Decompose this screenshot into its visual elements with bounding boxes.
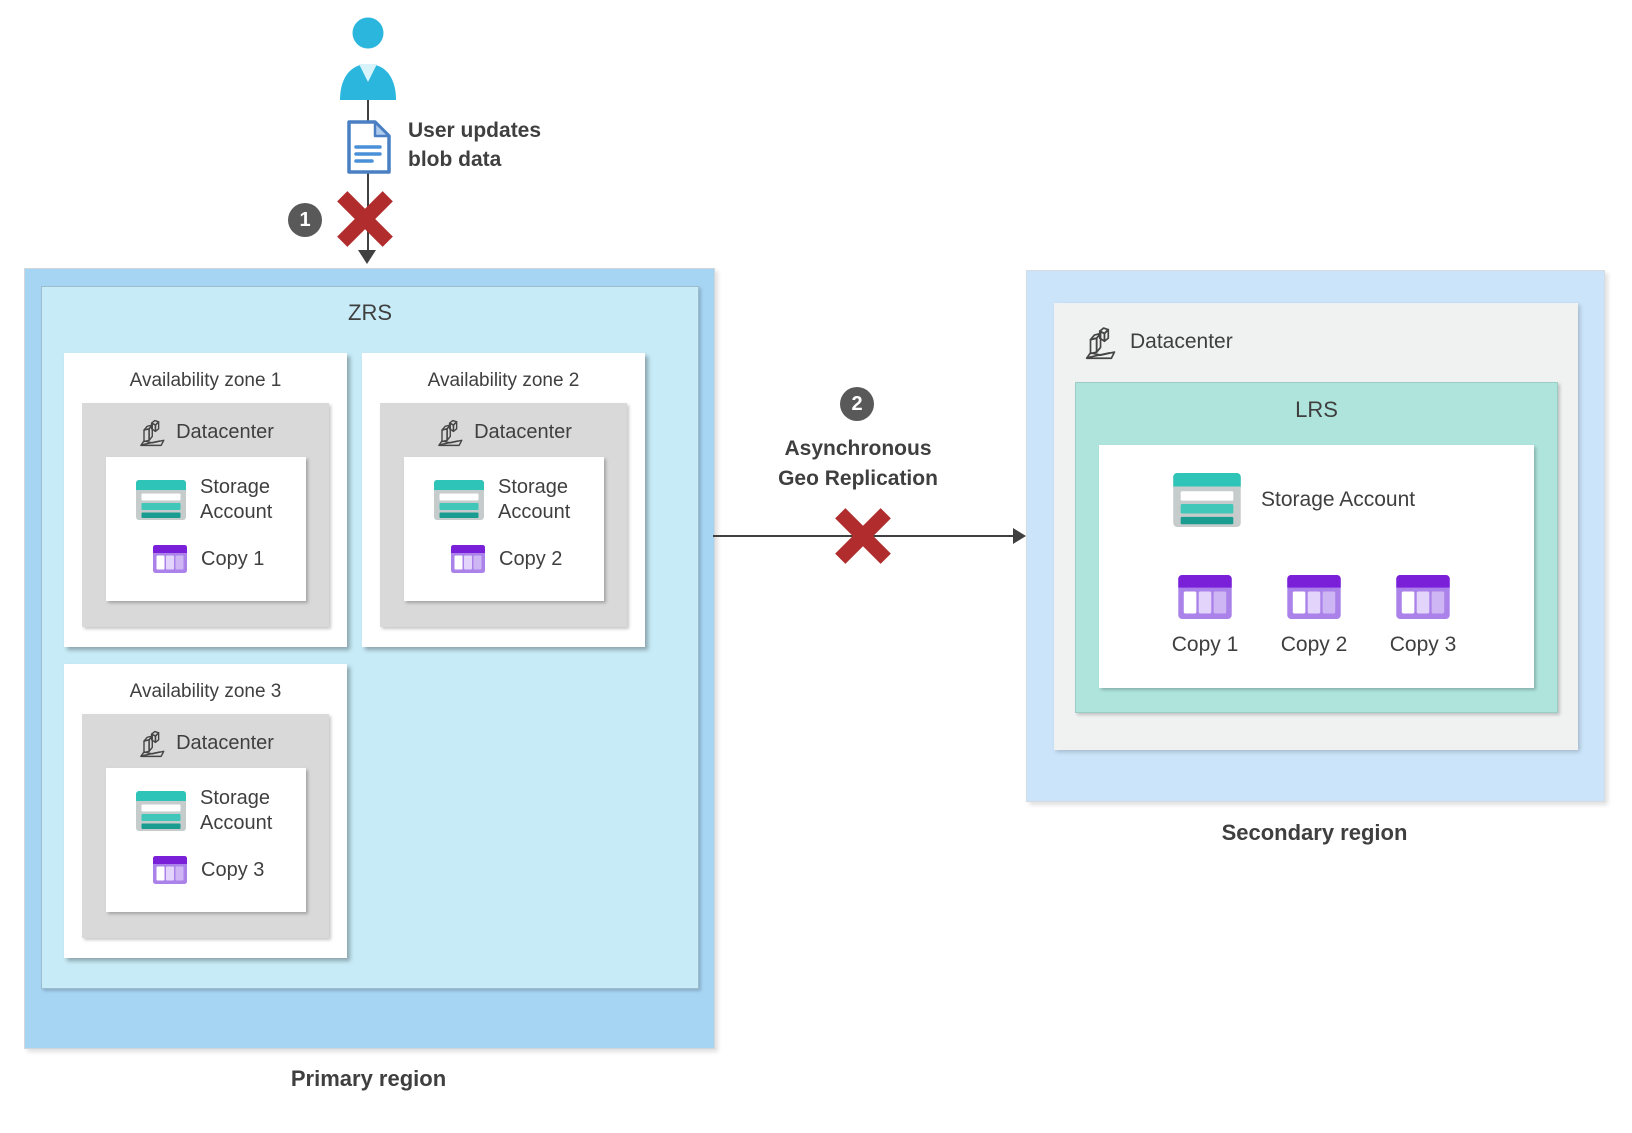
availability-zone-3-box: Availability zone 3 Datacenter Storage A…: [64, 664, 347, 958]
replication-label: Asynchronous Geo Replication: [708, 434, 1008, 494]
datacenter-label: Datacenter: [474, 420, 572, 443]
datacenter-header: Datacenter: [380, 403, 627, 459]
secondary-datacenter-box: Datacenter LRS Storage Account Copy 1: [1054, 303, 1578, 750]
primary-region-box: ZRS Availability zone 1 Datacenter Stora…: [24, 268, 715, 1049]
datacenter-icon: [435, 415, 463, 449]
step-1-badge: 1: [288, 203, 322, 237]
copy-label: Copy 2: [1280, 633, 1348, 656]
availability-zone-1-box: Availability zone 1 Datacenter Storage A…: [64, 353, 347, 647]
copy-label: Copy 2: [499, 547, 563, 570]
user-to-primary-arrow-line: [367, 100, 369, 252]
copy-icon: [1396, 575, 1450, 619]
replication-line2: Geo Replication: [778, 467, 938, 490]
copy-item: Copy 3: [1378, 575, 1468, 657]
storage-box: Storage Account Copy 1: [106, 457, 306, 601]
storage-account-icon: [136, 791, 186, 831]
storage-account-row: Storage Account: [1173, 473, 1415, 527]
user-action-line1: User updates: [408, 119, 542, 142]
replication-line1: Asynchronous: [784, 437, 932, 460]
storage-account-icon: [136, 480, 186, 520]
lrs-box: LRS Storage Account Copy 1 Copy 2: [1075, 382, 1558, 713]
copy-item: Copy 2: [1269, 575, 1359, 657]
copy-icon: [153, 856, 187, 884]
datacenter-header: Datacenter: [82, 403, 329, 459]
write-blocked-x-icon: [334, 188, 396, 250]
storage-account-label: Storage Account: [498, 476, 571, 523]
datacenter-header: Datacenter: [82, 714, 329, 770]
copy-label: Copy 3: [201, 858, 265, 881]
lrs-title: LRS: [1295, 397, 1338, 422]
zrs-box: ZRS Availability zone 1 Datacenter Stora…: [41, 286, 699, 989]
zone-title: Availability zone 2: [427, 370, 580, 391]
copy-icon: [451, 545, 485, 573]
arrowhead-down-icon: [358, 250, 376, 264]
secondary-storage-box: Storage Account Copy 1 Copy 2: [1099, 445, 1534, 688]
zrs-title: ZRS: [348, 300, 392, 325]
storage-account-icon: [1173, 473, 1241, 527]
user-action-label: User updates blob data: [408, 116, 541, 174]
step-2-badge: 2: [840, 387, 874, 421]
storage-account-row: Storage Account: [136, 786, 290, 836]
copy-row: Copy 2: [451, 545, 562, 573]
storage-account-row: Storage Account: [434, 475, 588, 525]
zone-title: Availability zone 3: [129, 681, 282, 702]
copies-row: Copy 1 Copy 2 Copy 3: [1160, 575, 1468, 657]
copy-label: Copy 1: [201, 547, 265, 570]
copy-label: Copy 3: [1389, 633, 1457, 656]
replication-blocked-x-icon: [832, 505, 894, 567]
storage-account-icon: [434, 480, 484, 520]
secondary-region-box: Datacenter LRS Storage Account Copy 1: [1026, 270, 1605, 802]
storage-account-row: Storage Account: [136, 475, 290, 525]
datacenter-box: Datacenter Storage Account Copy 1: [82, 403, 329, 627]
datacenter-label: Datacenter: [1130, 330, 1233, 353]
storage-box: Storage Account Copy 2: [404, 457, 604, 601]
zone-title: Availability zone 1: [129, 370, 282, 391]
copy-icon: [153, 545, 187, 573]
user-icon: [338, 16, 398, 100]
user-action-line2: blob data: [408, 148, 502, 171]
copy-row: Copy 3: [153, 856, 264, 884]
storage-account-label: Storage Account: [200, 476, 273, 523]
blob-document-icon: [347, 120, 391, 174]
datacenter-label: Datacenter: [176, 731, 274, 754]
storage-box: Storage Account Copy 3: [106, 768, 306, 912]
datacenter-box: Datacenter Storage Account Copy 2: [380, 403, 627, 627]
primary-region-label: Primary region: [290, 1066, 447, 1091]
storage-account-label: Storage Account: [1261, 488, 1416, 511]
copy-row: Copy 1: [153, 545, 264, 573]
storage-account-label: Storage Account: [200, 787, 273, 834]
copy-label: Copy 1: [1171, 633, 1239, 656]
copy-icon: [1178, 575, 1232, 619]
copy-item: Copy 1: [1160, 575, 1250, 657]
datacenter-box: Datacenter Storage Account Copy 3: [82, 714, 329, 938]
copy-icon: [1287, 575, 1341, 619]
secondary-region-label: Secondary region: [1221, 820, 1408, 845]
datacenter-label: Datacenter: [176, 420, 274, 443]
availability-zone-2-box: Availability zone 2 Datacenter Storage A…: [362, 353, 645, 647]
datacenter-icon: [1082, 322, 1116, 362]
arrowhead-right-icon: [1013, 528, 1026, 544]
datacenter-icon: [137, 415, 165, 449]
secondary-datacenter-header: Datacenter: [1054, 303, 1578, 367]
datacenter-icon: [137, 726, 165, 760]
